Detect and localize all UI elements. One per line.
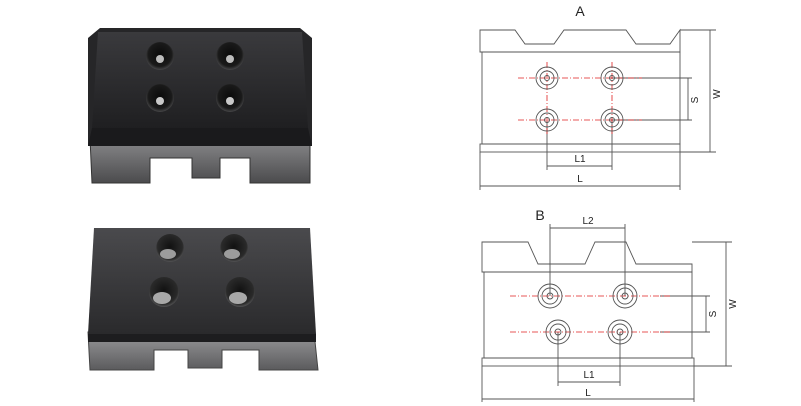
drawing-b-title: B (535, 207, 544, 223)
center-lines (518, 62, 642, 136)
technical-drawing-b: B L2 W S L1 L (481, 207, 739, 402)
label-s: S (690, 96, 701, 103)
drawing-a-title: A (575, 3, 585, 19)
label-w: W (712, 89, 723, 99)
label-l: L (585, 388, 591, 399)
pad-top (88, 228, 316, 334)
drawing-holes (535, 66, 624, 132)
label-l: L (577, 174, 583, 185)
label-w: W (728, 299, 739, 309)
technical-drawing-a: A W S L1 L (479, 3, 723, 190)
pad-top (92, 32, 308, 128)
pad-holes (146, 42, 244, 112)
rubber-pad-photo-b (87, 228, 319, 371)
steel-plate (89, 137, 311, 184)
rubber-pad-photo-a (88, 28, 312, 184)
label-l1: L1 (583, 370, 595, 381)
label-l2: L2 (582, 216, 594, 227)
center-lines (510, 295, 670, 333)
label-s: S (708, 310, 719, 317)
label-l1: L1 (574, 154, 586, 165)
pad-holes (149, 234, 255, 307)
drawing-holes (537, 283, 638, 345)
